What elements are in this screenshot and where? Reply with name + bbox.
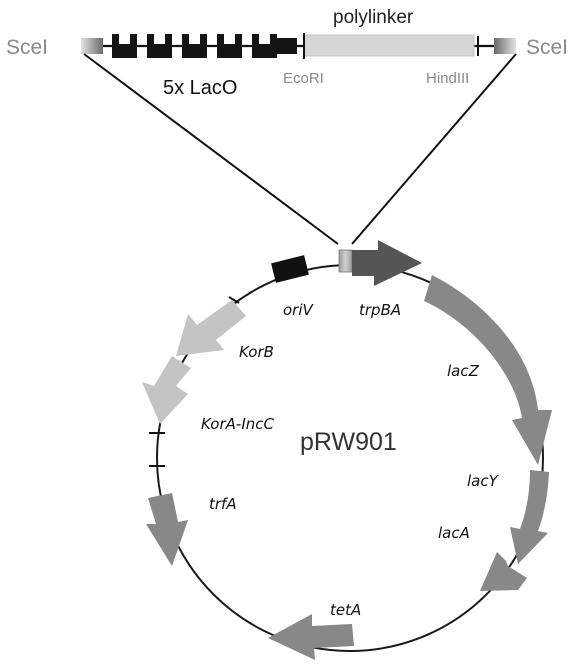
left-scei-block bbox=[81, 38, 103, 54]
laco-repeat bbox=[147, 34, 172, 58]
trpba-arrow bbox=[352, 240, 422, 286]
lacy-arrow bbox=[510, 470, 549, 564]
lac-operator-repeats bbox=[112, 34, 277, 58]
insert-construct: SceI SceI polylinker 5x LacO EcoRI HindI… bbox=[6, 7, 568, 99]
lacz-arrow bbox=[424, 275, 552, 465]
expansion-line-right bbox=[351, 53, 517, 245]
operator-spacer-block bbox=[277, 38, 297, 54]
expansion-line-left bbox=[83, 53, 339, 245]
trpba-label: trpBA bbox=[359, 301, 401, 319]
polylinker-box bbox=[303, 34, 475, 57]
polylinker-label: polylinker bbox=[333, 7, 414, 28]
korb-arrow bbox=[176, 300, 246, 356]
korb-label: KorB bbox=[239, 343, 274, 361]
backbone-tick bbox=[228, 296, 240, 304]
trfa-arrow bbox=[146, 493, 188, 566]
trfa-label: trfA bbox=[209, 495, 237, 513]
plasmid-name: pRW901 bbox=[300, 428, 397, 456]
kora-incc-label: KorA-IncC bbox=[201, 415, 274, 433]
hindiii-label: HindIII bbox=[426, 70, 469, 87]
right-scei-block bbox=[494, 38, 516, 54]
right-scei-label: SceI bbox=[526, 36, 568, 59]
kora-incc-arrow bbox=[142, 356, 191, 424]
laco-repeat bbox=[217, 34, 242, 58]
oriv-label: oriV bbox=[283, 301, 315, 319]
laco-repeat bbox=[112, 34, 137, 58]
teta-arrow bbox=[268, 614, 354, 660]
teta-label: tetA bbox=[330, 601, 361, 619]
laca-arrow bbox=[480, 552, 527, 591]
lacy-label: lacY bbox=[467, 472, 500, 490]
insertion-expansion-lines bbox=[83, 53, 517, 245]
left-scei-label: SceI bbox=[6, 36, 48, 59]
plasmid-map: pRW901 oriV trpBA KorB lacZ KorA-IncC la… bbox=[142, 240, 552, 660]
insertion-site-marker bbox=[338, 249, 353, 273]
laco-repeat bbox=[182, 34, 207, 58]
ecori-label: EcoRI bbox=[283, 70, 324, 87]
laco-repeat bbox=[252, 34, 277, 58]
laca-label: lacA bbox=[438, 524, 470, 542]
oriv-block bbox=[271, 255, 309, 283]
laco-label: 5x LacO bbox=[163, 77, 237, 99]
lacz-label: lacZ bbox=[447, 362, 480, 380]
